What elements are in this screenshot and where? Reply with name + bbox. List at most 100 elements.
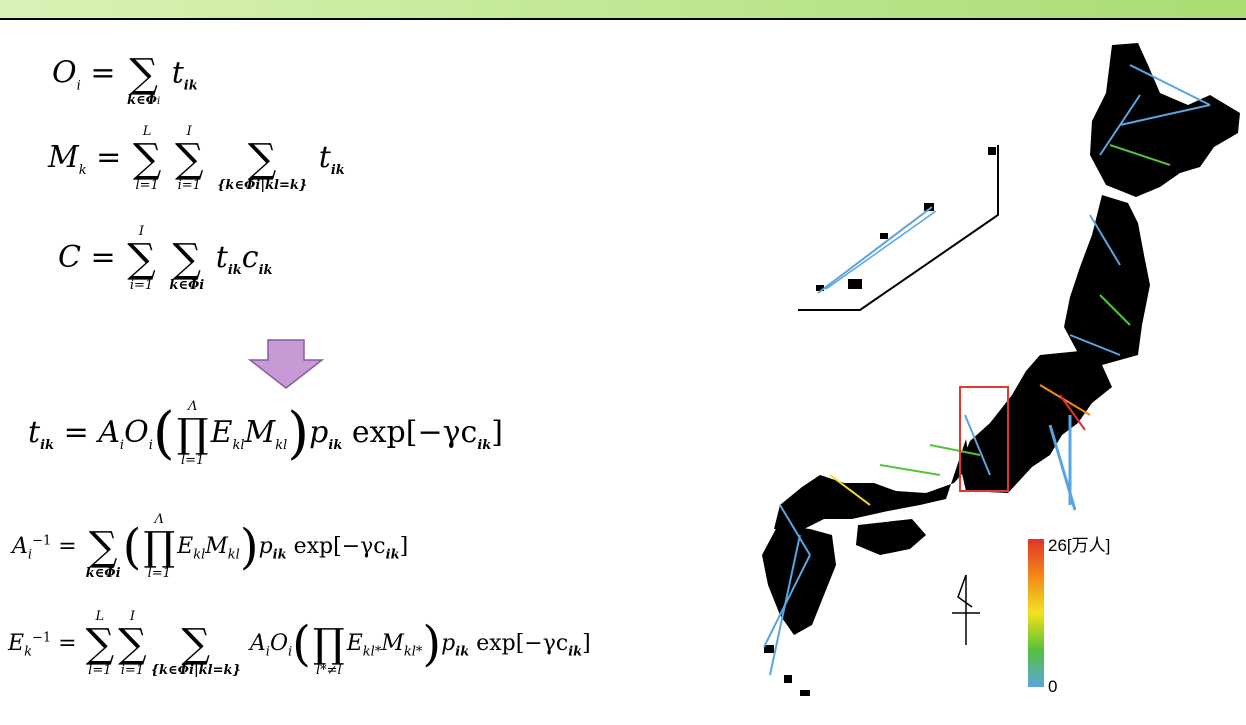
- land-chubu-kanto: [960, 351, 1112, 493]
- eq-subscript: ik: [227, 263, 242, 278]
- eq-subscript: i: [119, 438, 125, 453]
- eq-subscript: i: [265, 644, 270, 660]
- flow-line: [825, 210, 937, 290]
- flow-line: [779, 504, 811, 556]
- japan-flow-map: [762, 43, 1240, 696]
- down-arrow-icon: [247, 339, 325, 389]
- equation-origin-total: Oi = ∑ k∈Φi tik: [52, 40, 198, 109]
- eq-subscript: i: [148, 438, 153, 453]
- sum-lower: {k∈Φi|kl=k}: [150, 663, 241, 678]
- land-island: [924, 203, 934, 211]
- land-island: [988, 147, 996, 155]
- legend-min-label: 0: [1048, 677, 1058, 696]
- prod-upper: Λ: [187, 399, 198, 414]
- eq-subscript: kl: [193, 547, 206, 563]
- flow-line: [829, 474, 871, 506]
- sum-operator: ∑k∈Φi: [85, 524, 121, 581]
- flow-line: [1048, 424, 1077, 511]
- product-operator: ∏l*≠l: [312, 621, 345, 678]
- land-island: [784, 675, 792, 683]
- eq-subscript: i: [76, 78, 81, 94]
- flow-line: [763, 554, 811, 648]
- eq-subscript: kl*: [362, 644, 382, 660]
- sum-upper: I: [138, 224, 145, 239]
- eq-subscript: ik: [258, 263, 273, 278]
- flow-line: [817, 206, 933, 294]
- inset-frame: [798, 145, 999, 311]
- eq-term: O: [124, 415, 149, 450]
- land-hokkaido: [1090, 43, 1240, 197]
- sum-operator: I∑i=1: [118, 609, 147, 678]
- flow-line: [929, 444, 981, 456]
- eq-subscript: ik: [183, 78, 198, 94]
- flow-line: [1089, 214, 1121, 266]
- sum-lower: l=1: [88, 663, 112, 678]
- flow-line: [1129, 64, 1211, 106]
- eq-symbol: E: [8, 631, 25, 656]
- sum-operator: I∑i=1: [174, 124, 204, 193]
- flow-line: [1109, 144, 1171, 166]
- eq-term: p: [441, 631, 456, 656]
- flow-line: [1099, 94, 1141, 156]
- sum-upper: L: [142, 124, 152, 139]
- eq-symbol: C: [58, 240, 81, 275]
- eq-subscript: k: [24, 644, 32, 660]
- prod-lower: l=1: [180, 453, 205, 468]
- header-bar: [0, 0, 1246, 18]
- sum-lower: i=1: [120, 663, 145, 678]
- flow-line: [1039, 384, 1091, 416]
- sum-upper: I: [186, 124, 192, 139]
- flow-line: [879, 464, 941, 476]
- sum-lower: k∈Φi: [85, 566, 121, 581]
- eq-term: O: [269, 631, 288, 656]
- eq-subscript: kl*: [403, 644, 423, 660]
- eq-subscript: ik: [272, 547, 287, 563]
- sum-upper: I: [129, 609, 135, 624]
- sum-operator: ∑{k∈Φi|kl=k}: [150, 621, 241, 678]
- sum-lower: i=1: [129, 278, 154, 293]
- flow-lines: [763, 64, 1211, 676]
- sum-operator: ∑k∈Φi: [169, 236, 205, 293]
- eq-subscript: ik: [568, 644, 583, 660]
- product-operator: Λ∏l=1: [176, 399, 209, 468]
- eq-equals: =: [58, 534, 77, 559]
- eq-subscript: ik: [328, 438, 343, 453]
- eq-superscript: −1: [32, 533, 52, 549]
- eq-term: M: [381, 631, 404, 656]
- land-island: [848, 279, 862, 289]
- land-shikoku: [856, 519, 926, 555]
- highlight-box: [959, 386, 1009, 492]
- eq-term: p: [258, 534, 273, 559]
- land-island: [764, 645, 774, 653]
- sum-operator: ∑{k∈Φi|kl=k}: [217, 136, 308, 193]
- eq-term: A: [249, 631, 266, 656]
- eq-subscript: i: [287, 644, 293, 660]
- legend-colorbar: [1028, 539, 1044, 687]
- legend-max-label: 26[万人]: [1048, 536, 1111, 555]
- land-tohoku: [1064, 195, 1150, 365]
- flow-line: [1119, 104, 1211, 126]
- eq-term: E: [177, 534, 194, 559]
- eq-term: A: [98, 415, 120, 450]
- eq-term: t: [215, 240, 228, 275]
- eq-exp: exp[−γc: [476, 631, 569, 656]
- flow-line: [1069, 334, 1121, 356]
- sum-index-sub: i: [156, 96, 161, 107]
- header-divider: [0, 18, 1246, 20]
- eq-bracket: ]: [582, 631, 591, 656]
- eq-symbol: t: [28, 415, 41, 450]
- product-operator: Λ∏l=1: [143, 512, 176, 581]
- eq-subscript: k: [78, 163, 87, 178]
- eq-term: M: [205, 534, 228, 559]
- eq-term: t: [171, 55, 184, 91]
- sum-lower: k∈Φi: [169, 278, 205, 293]
- eq-term: c: [241, 240, 259, 275]
- equation-total-cost: C = I∑i=1 ∑k∈Φi tikcik: [58, 225, 273, 293]
- eq-subscript: kl: [232, 438, 245, 453]
- eq-equals: =: [58, 631, 77, 656]
- sum-upper: L: [95, 609, 105, 624]
- eq-subscript: kl: [275, 438, 288, 453]
- land-island: [880, 233, 888, 239]
